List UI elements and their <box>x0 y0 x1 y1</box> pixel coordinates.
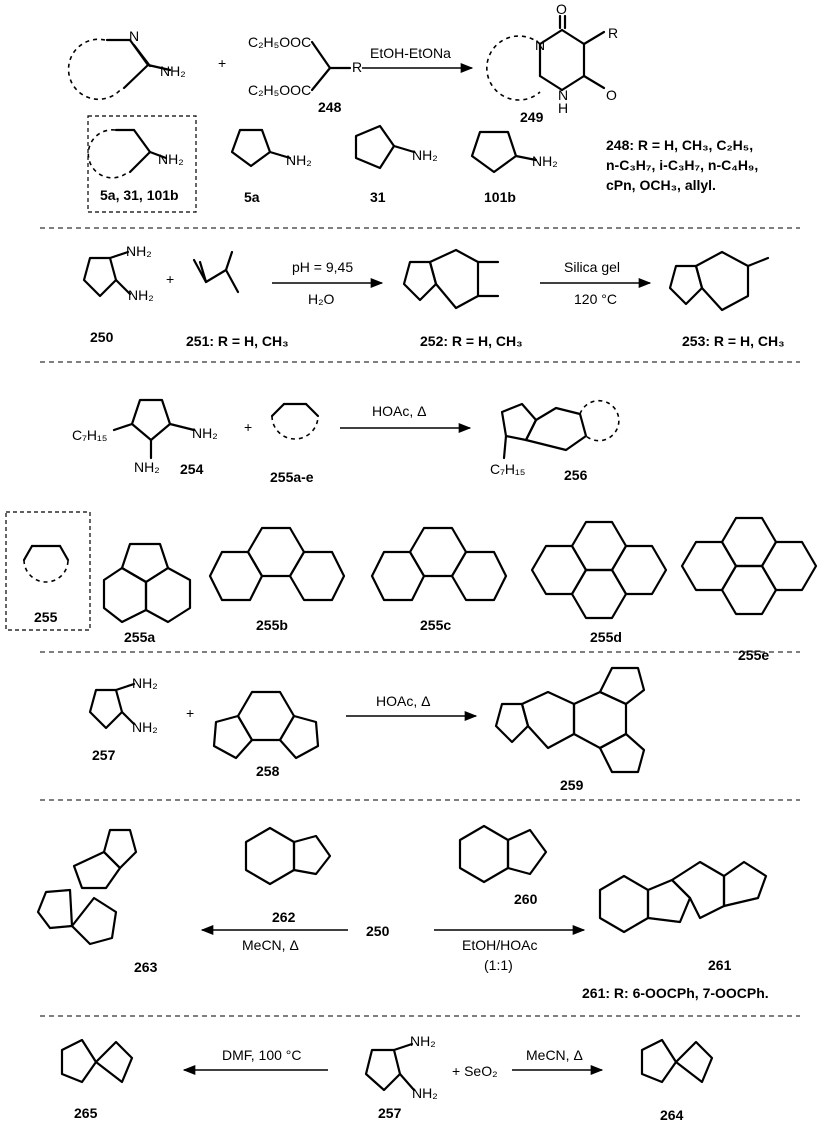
compound-264-label: 264 <box>660 1107 684 1123</box>
conditions-mecn-row5: MeCN, Δ <box>242 937 299 953</box>
compound-250-label: 250 <box>90 329 114 345</box>
compound-253-label: 253: R = H, CH₃ <box>682 333 785 349</box>
product-249-nh: N <box>558 87 568 103</box>
compound-257-label-row6: 257 <box>378 1105 402 1121</box>
product-249-n: N <box>535 37 545 53</box>
imidazole-nh2: NH₂ <box>532 153 558 169</box>
compound-255a-label: 255a <box>124 629 155 645</box>
plus-sign-4: + <box>186 705 194 721</box>
conditions-hoac-row4: HOAc, Δ <box>376 693 430 709</box>
row-2-furazan-condensation: NH₂ NH₂ 250 + 251: R = H, CH₃ pH = 9,45 … <box>82 243 785 349</box>
product-249-o1: O <box>556 1 567 17</box>
compound-261-label: 261 <box>708 957 732 973</box>
compound-254-label: 254 <box>180 461 204 477</box>
compound-31-label: 31 <box>370 189 386 205</box>
ester-r: R <box>352 59 362 75</box>
row-6-selenadiazoles: 265 DMF, 100 °C NH₂ NH₂ 257 + SeO₂ MeCN,… <box>60 1033 714 1123</box>
compound-5a-label: 5a <box>244 189 260 205</box>
c254-nh2-bottom: NH₂ <box>134 459 160 475</box>
c257-nh2-bottom: NH₂ <box>132 719 158 735</box>
conditions-mecn-row6: MeCN, Δ <box>526 1047 583 1063</box>
compound-255ae-label: 255a-e <box>270 469 314 485</box>
r-list-248-line2: n-C₃H₇, i-C₃H₇, n-C₄H₉, <box>606 157 758 173</box>
compound-252-label: 252: R = H, CH₃ <box>420 333 523 349</box>
amidine-n: N <box>129 28 139 44</box>
compound-255c-label: 255c <box>420 617 451 633</box>
conditions-ratio: (1:1) <box>484 957 513 973</box>
compound-257-label-row4: 257 <box>92 747 116 763</box>
compound-250-label-row5: 250 <box>366 923 390 939</box>
ester-top: C₂H₅OOC <box>248 34 311 50</box>
compound-262-label: 262 <box>272 909 296 925</box>
compound-251-label: 251: R = H, CH₃ <box>186 333 289 349</box>
compound-265-label: 265 <box>74 1105 98 1121</box>
conditions-etoh-hoac: EtOH/HOAc <box>462 937 537 953</box>
furazan-nh2-bottom: NH₂ <box>128 287 154 303</box>
row-4-thiadiazole-condensation: NH₂ NH₂ 257 + 258 HOAc, Δ 259 <box>88 666 646 793</box>
c257-nh2-bottom-row6: NH₂ <box>412 1085 438 1101</box>
compound-101b-label: 101b <box>484 189 516 205</box>
plus-sign: + <box>218 55 226 71</box>
compound-259-label: 259 <box>560 777 584 793</box>
compound-258-label: 258 <box>256 763 280 779</box>
conditions-120c: 120 °C <box>574 291 617 307</box>
conditions-etoh-etona: EtOH-EtONa <box>370 45 451 61</box>
compound-248-label: 248 <box>318 99 342 115</box>
r-list-248-line3: cPn, OCH₃, allyl. <box>606 177 716 193</box>
triazole-nh2: NH₂ <box>286 152 312 168</box>
c254-c7h15: C₇H₁₅ <box>72 427 107 443</box>
plus-sign-3: + <box>244 419 252 435</box>
compound-263-label: 263 <box>134 959 158 975</box>
ester-bottom: C₂H₅OOC <box>248 82 311 98</box>
compound-255d-label: 255d <box>590 629 622 645</box>
compound-255-label: 255 <box>34 609 58 625</box>
c254-nh2: NH₂ <box>192 425 218 441</box>
compound-256-label: 256 <box>564 467 588 483</box>
product-249-h: H <box>558 100 568 116</box>
compound-260-label: 260 <box>514 891 538 907</box>
conditions-silica: Silica gel <box>564 259 620 275</box>
conditions-dmf: DMF, 100 °C <box>222 1047 302 1063</box>
row-3-triazine-synthesis: NH₂ C₇H₁₅ NH₂ 254 + 255a-e HOAc, Δ C₇H₁₅… <box>5 398 818 663</box>
amidine-nh2: NH₂ <box>160 63 186 79</box>
r-list-261: 261: R: 6-OOCPh, 7-OOCPh. <box>582 985 769 1001</box>
box-amidine-nh2: NH₂ <box>158 151 184 167</box>
product-249-r: R <box>608 25 618 41</box>
r-list-248-line1: 248: R = H, CH₃, C₂H₅, <box>606 137 753 153</box>
box-label: 5a, 31, 101b <box>100 187 179 203</box>
pyrazole-nh2: NH₂ <box>412 147 438 163</box>
reagent-seo2: + SeO₂ <box>452 1063 498 1079</box>
c257-nh2-top: NH₂ <box>132 675 158 691</box>
conditions-ph: pH = 9,45 <box>292 259 353 275</box>
plus-sign-2: + <box>166 271 174 287</box>
conditions-water: H₂O <box>308 291 335 307</box>
c257-nh2-top-row6: NH₂ <box>410 1033 436 1049</box>
conditions-hoac-row3: HOAc, Δ <box>372 403 426 419</box>
row-1-amidine-condensation: N NH₂ + C₂H₅OOC C₂H₅OOC R 248 EtOH-EtONa… <box>67 1 758 213</box>
product-249-o2: O <box>606 87 617 103</box>
compound-255b-label: 255b <box>256 617 288 633</box>
compound-249-label: 249 <box>520 109 544 125</box>
compound-255e-label: 255e <box>738 647 769 663</box>
furazan-nh2-top: NH₂ <box>126 243 152 259</box>
c256-c7h15: C₇H₁₅ <box>490 461 525 477</box>
row-5-isatin-ninhydrin: 263 262 MeCN, Δ 250 260 EtOH/HOAc (1:1) … <box>36 824 769 1001</box>
